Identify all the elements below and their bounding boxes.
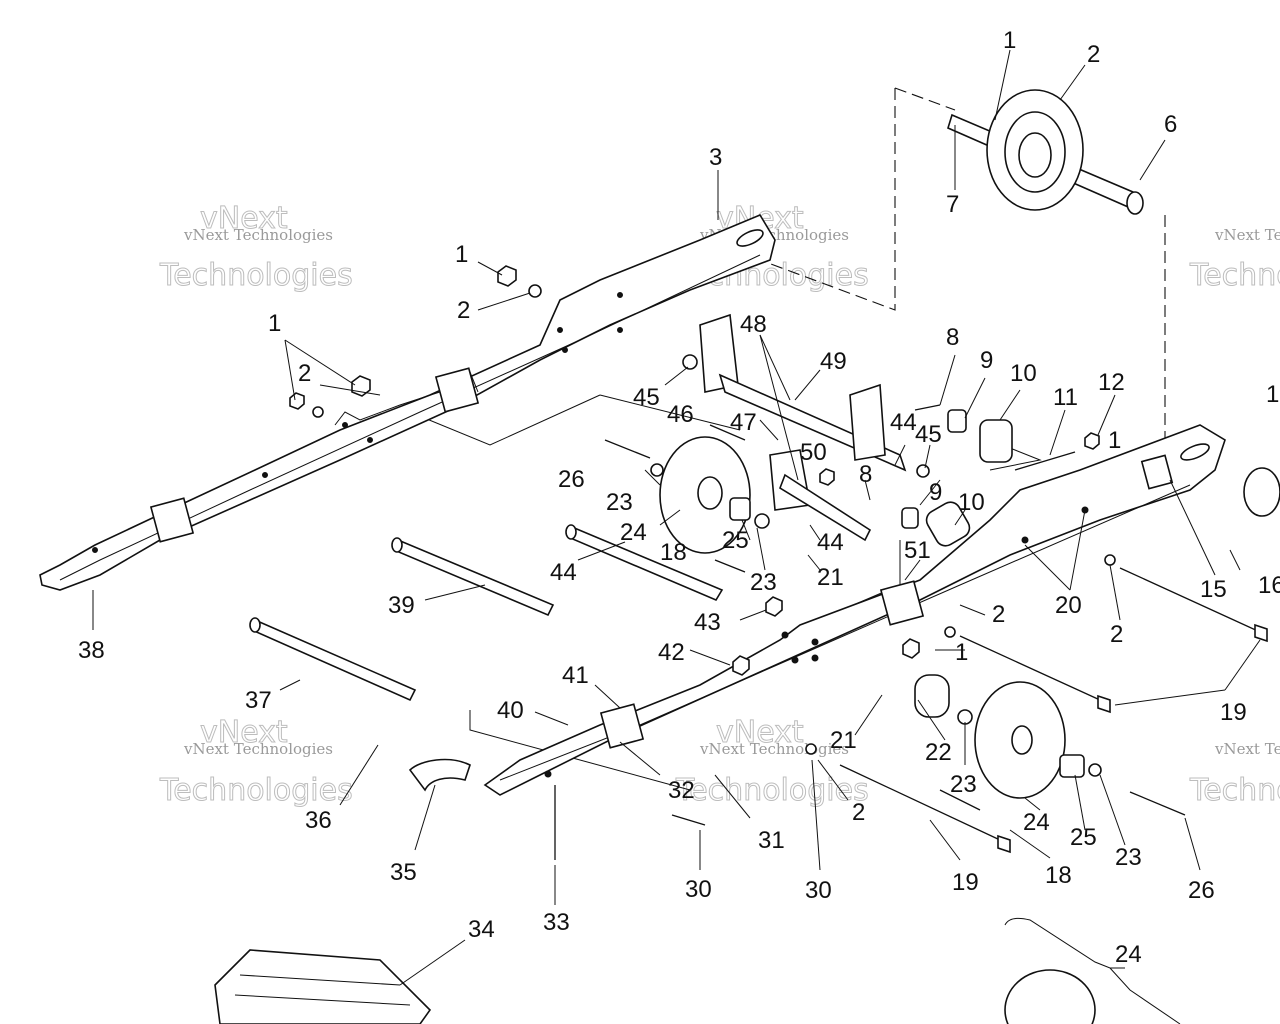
long-bolts: [554, 404, 1268, 860]
part-label: 38: [78, 637, 105, 664]
part-label: 26: [558, 466, 585, 493]
part-label-cut: 1: [1266, 381, 1279, 408]
part-label: 23: [750, 569, 777, 596]
part-label: 25: [1070, 824, 1097, 851]
part-label: 19: [952, 869, 979, 896]
cross-shaft-assembly: [699, 313, 907, 542]
part-label: 33: [543, 909, 570, 936]
part-label: 45: [633, 384, 660, 411]
part-label: 15: [1200, 576, 1227, 603]
part-label: 51: [904, 537, 931, 564]
part-label: 24: [620, 519, 647, 546]
watermark-small-4: vNext Technologies: [183, 740, 333, 758]
small-parts: [289, 265, 1280, 792]
part-label: 44: [890, 409, 917, 436]
part-label: 36: [305, 807, 332, 834]
part-label: 8: [946, 324, 959, 351]
part-label: 3: [709, 144, 722, 171]
part-label: 21: [817, 564, 844, 591]
watermark-big-5: Technologies: [1189, 258, 1280, 293]
part-label-6: 6: [1164, 111, 1177, 138]
lower-rail: [483, 424, 1226, 796]
part-label: 2: [1087, 41, 1100, 68]
part-label: 48: [740, 311, 767, 338]
part-label: 43: [694, 609, 721, 636]
part-label: 30: [805, 877, 832, 904]
part-label: 23: [950, 771, 977, 798]
part-label: 39: [388, 592, 415, 619]
watermark-big-1: vNext: [200, 201, 288, 236]
cross-tubes: [249, 524, 724, 702]
watermark-big-9: Technologies: [675, 773, 869, 808]
part-label: 10: [958, 489, 985, 516]
part-label: 26: [1188, 877, 1215, 904]
part-label: 2: [992, 601, 1005, 628]
watermark-big-6: vNext: [200, 715, 288, 750]
upper-rail: [39, 213, 776, 591]
part-label: 10: [1010, 360, 1037, 387]
part-label: 2: [852, 799, 865, 826]
part-label: 2: [298, 360, 311, 387]
part-label: 44: [817, 529, 844, 556]
part-label: 18: [1045, 862, 1072, 889]
rear-axle-assembly: [947, 89, 1144, 215]
watermark-big-8: vNext: [716, 715, 804, 750]
part-label-7: 7: [946, 191, 959, 218]
watermark-small-6: vNext Technologies: [1214, 740, 1280, 758]
part-label: 1: [268, 310, 281, 337]
part-label: 47: [730, 409, 757, 436]
part-label: 32: [668, 777, 695, 804]
part-label: 20: [1055, 592, 1082, 619]
part-label: 12: [1098, 369, 1125, 396]
watermark-big-7: Technologies: [159, 773, 353, 808]
part-label: 21: [830, 727, 857, 754]
part-label: 35: [390, 859, 417, 886]
part-label: 41: [562, 662, 589, 689]
part-label: 16: [1258, 572, 1280, 599]
part-label: 40: [497, 697, 524, 724]
part-label: 1: [455, 241, 468, 268]
watermark-small-3: vNext Technologies: [1214, 226, 1280, 244]
track-fragment: [214, 949, 432, 1024]
part-label: 24: [1115, 941, 1142, 968]
part-label: 8: [859, 461, 872, 488]
part-label: 18: [660, 539, 687, 566]
part-label: 22: [925, 739, 952, 766]
part-label: 2: [457, 297, 470, 324]
part-label: 11: [1053, 384, 1078, 411]
part-label: 46: [667, 401, 694, 428]
part-label: 24: [1023, 809, 1050, 836]
part-label: 1: [955, 639, 968, 666]
wheels: [659, 436, 1096, 1024]
part-label: 9: [980, 347, 993, 374]
watermark-big-10: Technologies: [1189, 773, 1280, 808]
part-label: 23: [606, 489, 633, 516]
part-label: 19: [1220, 699, 1247, 726]
part-label: 50: [800, 439, 827, 466]
part-label: 44: [550, 559, 577, 586]
part-label: 9: [929, 479, 942, 506]
part-label: 49: [820, 348, 847, 375]
part-label: 37: [245, 687, 272, 714]
part-label: 25: [722, 527, 749, 554]
leader-lines: [92, 49, 1261, 1024]
watermark-small-5: vNext Technologies: [699, 740, 849, 758]
part-label: 1: [1003, 27, 1016, 54]
part-label: 1: [1108, 427, 1121, 454]
part-label: 30: [685, 876, 712, 903]
part-label: 2: [1110, 621, 1123, 648]
watermark-big-2: Technologies: [159, 258, 353, 293]
part-label: 45: [915, 421, 942, 448]
part-label: 42: [658, 639, 685, 666]
part-label: 23: [1115, 844, 1142, 871]
watermark-small-1: vNext Technologies: [183, 226, 333, 244]
part-label: 34: [468, 916, 495, 943]
part-labels: 1 2 3 4 5 6 7 1 2 2 1 8 9 10 11 12 1 48 …: [78, 27, 1280, 968]
part-label: 31: [758, 827, 785, 854]
